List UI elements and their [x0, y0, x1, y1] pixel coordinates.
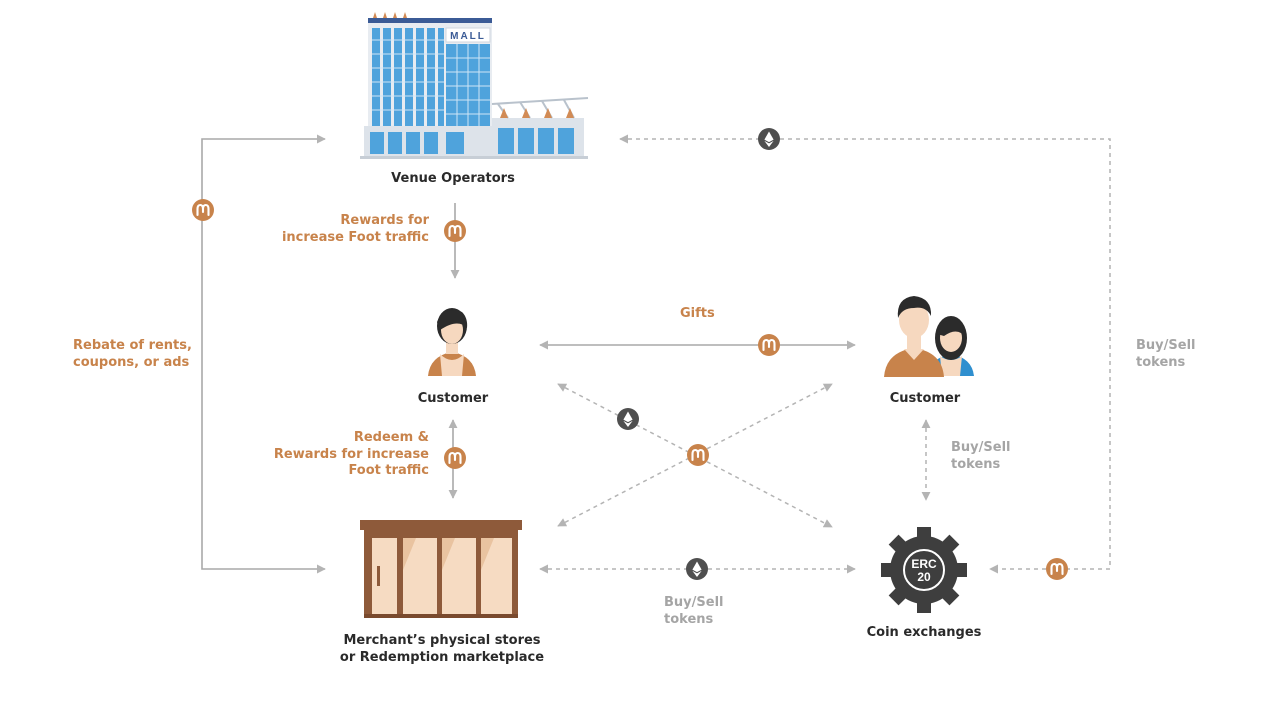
m-coin-icon — [442, 218, 468, 244]
store-front-icon — [360, 520, 522, 618]
buysell-bottom-line1: Buy/Sell — [664, 595, 724, 610]
buysell-right-line1: Buy/Sell — [1136, 338, 1196, 353]
m-coin-icon — [442, 445, 468, 471]
mall-building-icon: MALL — [360, 12, 589, 159]
redeem-label-line2: Rewards for increase — [273, 446, 429, 462]
merchant-label-line2: or Redemption marketplace — [339, 649, 545, 665]
coin-exchanges-label: Coin exchanges — [866, 625, 982, 640]
rebate-label-line2: coupons, or ads — [73, 354, 190, 370]
svg-text:ERC: ERC — [911, 557, 937, 571]
buysell-right-label: Buy/Sell tokens — [1136, 338, 1195, 371]
buysell-exchange-line1: Buy/Sell — [951, 440, 1011, 455]
customer-woman-icon — [428, 308, 476, 376]
m-coin-icon — [685, 442, 711, 468]
svg-text:20: 20 — [917, 570, 931, 584]
rebate-label-line1: Rebate of rents, — [73, 338, 192, 353]
m-coin-icon — [190, 197, 216, 223]
redeem-label-line3: Foot traffic — [348, 463, 429, 478]
ethereum-icon — [686, 558, 708, 580]
buysell-exchange-label: Buy/Sell tokens — [951, 440, 1010, 473]
merchant-label-line1: Merchant’s physical stores — [343, 633, 541, 648]
ethereum-icon — [758, 128, 780, 150]
buysell-loop-connector — [619, 134, 1111, 574]
gifts-label: Gifts — [680, 306, 715, 321]
rewards-foot-traffic-label: Rewards for increase Foot traffic — [282, 213, 429, 246]
m-coin-icon — [756, 332, 782, 358]
customer-right-label: Customer — [889, 391, 961, 406]
m-coin-icon — [1044, 556, 1070, 582]
buysell-bottom-label: Buy/Sell tokens — [664, 595, 723, 628]
rebate-connector — [201, 134, 326, 574]
venue-operators-label: Venue Operators — [391, 171, 515, 186]
merchant-label: Merchant’s physical stores or Redemption… — [322, 633, 562, 666]
redeem-label: Redeem & Rewards for increase Foot traff… — [274, 430, 429, 480]
rewards-label-line2: increase Foot traffic — [281, 229, 429, 245]
erc20-gear-icon: ERC 20 — [881, 527, 967, 613]
customer-couple-icon — [884, 296, 974, 377]
rewards-label-line1: Rewards for — [340, 213, 429, 228]
mall-sign: MALL — [450, 31, 486, 42]
buysell-right-line2: tokens — [1136, 354, 1186, 370]
redeem-label-line1: Redeem & — [353, 430, 429, 445]
buysell-exchange-line2: tokens — [951, 456, 1001, 472]
buysell-bottom-line2: tokens — [664, 611, 714, 627]
rebate-label: Rebate of rents, coupons, or ads — [73, 338, 192, 371]
ethereum-icon — [617, 408, 639, 430]
customer-left-label: Customer — [417, 391, 489, 406]
